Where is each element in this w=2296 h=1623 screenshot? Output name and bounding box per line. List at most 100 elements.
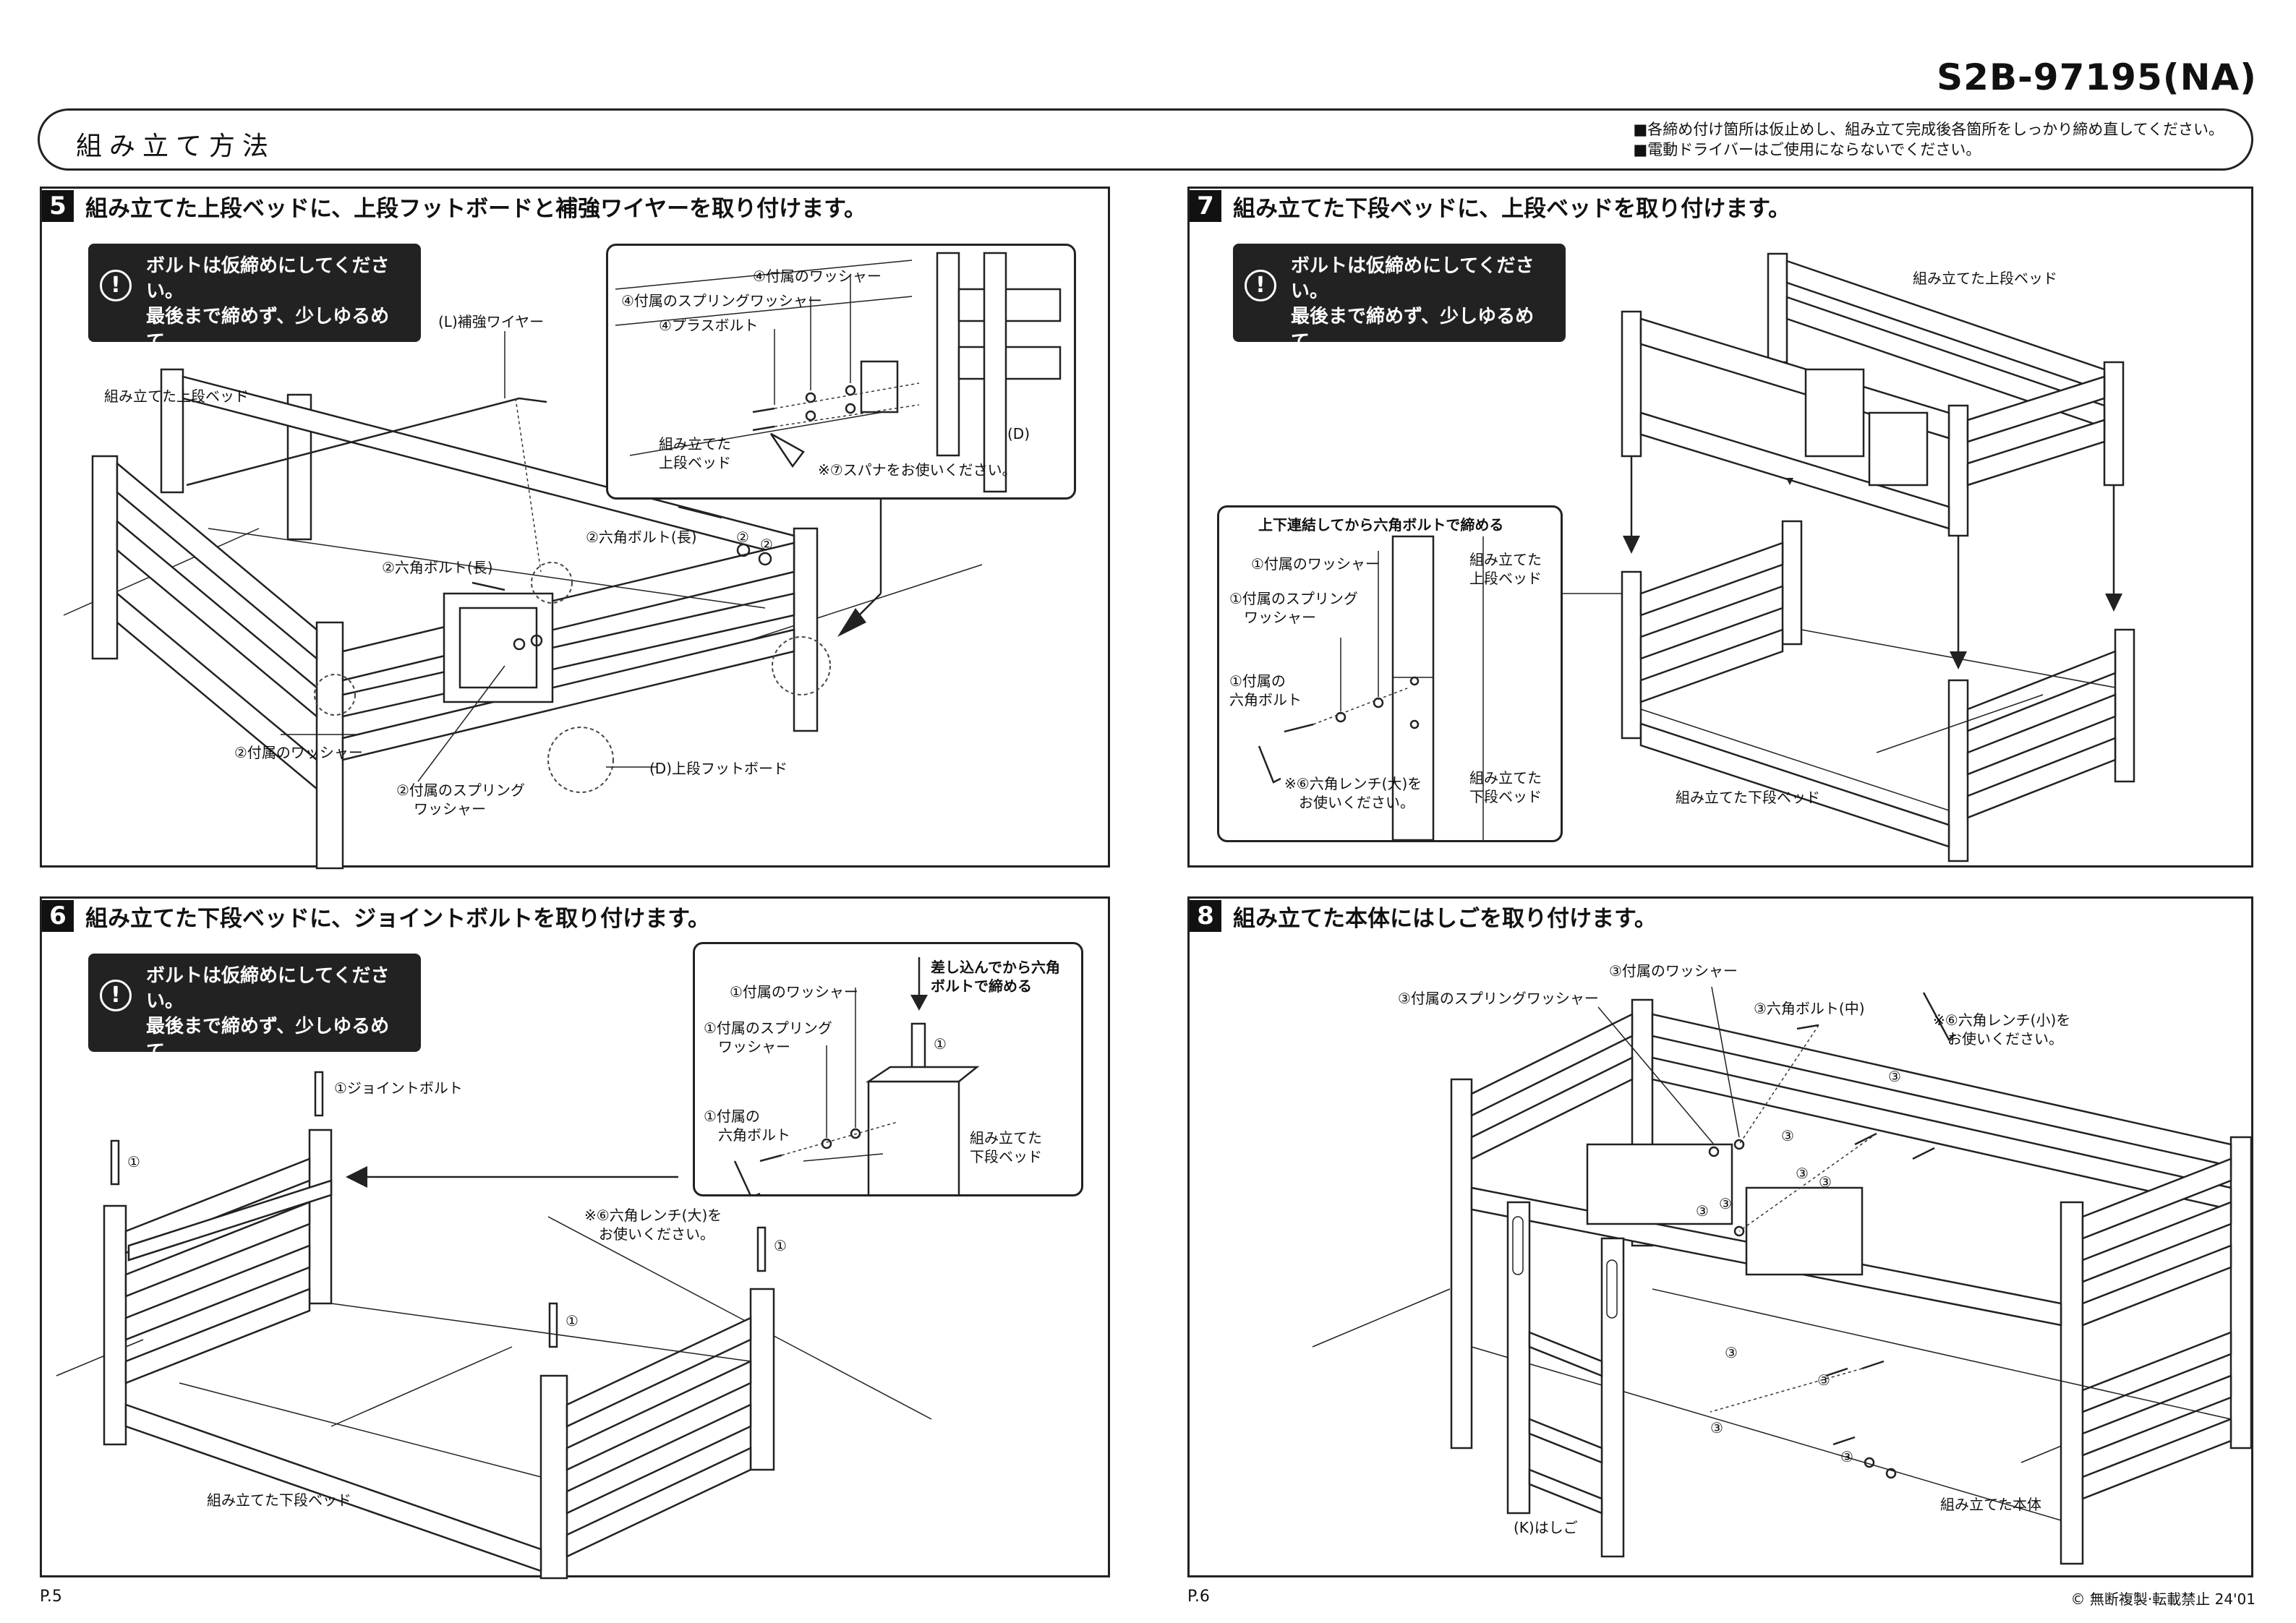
label-c3-i: ③: [1710, 1419, 1723, 1436]
step-6-illustration: [56, 1071, 932, 1580]
label-c3-f: ③: [1719, 1195, 1732, 1212]
step-8-title: 組み立てた本体にはしごを取り付けます。: [1233, 905, 1657, 932]
label-c1-left: ①: [127, 1153, 140, 1170]
label-hex-bolt-mid: ③六角ボルト(中): [1754, 1000, 1865, 1017]
label-upper-bed: 組み立てた上段ベッド: [1913, 270, 2057, 287]
model-number: S2B-97195(NA): [1937, 56, 2257, 98]
step-8-panel: 8 組み立てた本体にはしごを取り付けます。: [1187, 896, 2253, 1577]
label-c3-a: ③: [1888, 1068, 1901, 1085]
inset-label-upper-bed-1: 組み立てた: [659, 435, 731, 453]
label-spring-washer-2: ワッシャー: [414, 800, 486, 818]
label-spring-washer-1: ②付属のスプリング: [396, 781, 525, 799]
label-wrench-2: お使いください。: [599, 1225, 714, 1243]
label-washer: ②付属のワッシャー: [234, 744, 363, 761]
inset-label-washer: ①付属のワッシャー: [730, 983, 858, 1001]
inset-label-washer: ④付属のワッシャー: [753, 267, 882, 285]
label-c3-d: ③: [1819, 1173, 1832, 1191]
label-wrench-1: ※⑥六角レンチ(大)を: [584, 1207, 722, 1224]
step-7-header: 7 組み立てた下段ベッドに、上段ベッドを取り付けます。: [1190, 189, 1791, 223]
label-lower-bed: 組み立てた下段ベッド: [207, 1491, 351, 1509]
label-washer: ③付属のワッシャー: [1609, 962, 1738, 980]
step-8-header: 8 組み立てた本体にはしごを取り付けます。: [1190, 899, 1657, 933]
step-7-number: 7: [1190, 190, 1221, 222]
step-6-warning: ! ボルトは仮締めにしてください。 最後まで締めず、少しゆるめて おいてください…: [88, 954, 421, 1088]
inset-label-upper-1: 組み立てた: [1469, 551, 1542, 568]
label-circled-2b: ②: [760, 536, 773, 553]
step-6-detail-inset: 差し込んでから六角 ボルトで締める ①付属のワッシャー ①付属のスプリング ワッ…: [693, 942, 1083, 1196]
exclamation-circle-icon: !: [100, 980, 132, 1011]
step-5-detail-inset: ④付属のワッシャー ④付属のスプリングワッシャー ④プラスボルト 組み立てた 上…: [606, 244, 1076, 500]
label-c3-e: ③: [1696, 1202, 1709, 1220]
inset-label-upper-bed-2: 上段ベッド: [659, 454, 731, 471]
label-c3-g: ③: [1725, 1344, 1738, 1361]
label-wrench-2: お使いください。: [1947, 1030, 2063, 1048]
step-5-warning: ! ボルトは仮締めにしてください。 最後まで締めず、少しゆるめて おいてください…: [88, 244, 421, 378]
section-title: 組み立て方法: [76, 132, 276, 161]
inset-label-wrench-1: ※⑥六角レンチ(大)を: [1284, 775, 1422, 792]
inset-label-spring-2: ワッシャー: [718, 1038, 790, 1055]
inset-label-part-d: (D): [1007, 425, 1030, 442]
step-6-header: 6 組み立てた下段ベッドに、ジョイントボルトを取り付けます。: [42, 899, 710, 933]
warning-line-3: おいてください。: [146, 1066, 296, 1088]
inset-label-plus-bolt: ④プラスボルト: [659, 317, 759, 334]
page-number-right: P.6: [1187, 1588, 1210, 1606]
upper-bed-drawing: [1621, 252, 2125, 537]
inset-label-hex-2: 六角ボルト: [718, 1126, 790, 1144]
step-7-detail-inset: 上下連結してから六角ボルトで締める ①付属のワッシャー ①付属のスプリング ワッ…: [1217, 505, 1563, 842]
inset-label-hex-1: ①付属の: [704, 1108, 760, 1125]
step-7-panel: 7 組み立てた下段ベッドに、上段ベッドを取り付けます。 ! ボルトは仮締めにして…: [1187, 187, 2253, 868]
label-ladder: (K)はしご: [1514, 1519, 1578, 1536]
warning-line-1: ボルトは仮締めにしてください。: [146, 255, 390, 302]
inset-label-c1: ①: [934, 1035, 947, 1053]
note-tighten: ■各締め付け箇所は仮止めし、組み立て完成後各箇所をしっかり締め直してください。: [1633, 121, 2224, 138]
exclamation-circle-icon: !: [1245, 270, 1276, 301]
step-7-warning: ! ボルトは仮締めにしてください。 最後まで締めず、少しゆるめて おいてください…: [1233, 244, 1566, 378]
label-circled-2a: ②: [736, 528, 749, 546]
warning-line-2: 最後まで締めず、少しゆるめて: [1291, 306, 1535, 353]
copyright-footer: © 無断複製·転載禁止 24'01: [2070, 1590, 2256, 1608]
inset-label-wrench-2: お使いください。: [1299, 794, 1414, 811]
step-5-panel: 5 組み立てた上段ベッドに、上段フットボードと補強ワイヤーを取り付けます。 ! …: [40, 187, 1110, 870]
page-number-left: P.5: [40, 1588, 62, 1606]
label-spring-washer: ③付属のスプリングワッシャー: [1398, 990, 1599, 1007]
step-5-number: 5: [42, 190, 74, 222]
step-5-header: 5 組み立てた上段ベッドに、上段フットボードと補強ワイヤーを取り付けます。: [42, 189, 866, 223]
label-c3-h: ③: [1817, 1371, 1830, 1389]
inset-label-upper-2: 上段ベッド: [1469, 570, 1542, 587]
inset-label-spring-1: ①付属のスプリング: [1229, 590, 1358, 607]
header-notes: ■各締め付け箇所は仮止めし、組み立て完成後各箇所をしっかり締め直してください。 …: [1633, 119, 2224, 160]
step-7-title: 組み立てた下段ベッドに、上段ベッドを取り付けます。: [1233, 195, 1791, 222]
ladder-drawing: [1506, 1201, 1625, 1558]
warning-line-2: 最後まで締めず、少しゆるめて: [146, 306, 390, 353]
warning-line-1: ボルトは仮締めにしてください。: [146, 965, 390, 1012]
inset-label-spring-2: ワッシャー: [1244, 609, 1316, 626]
inset-label-washer: ①付属のワッシャー: [1251, 555, 1380, 573]
step-6-number: 6: [42, 900, 74, 932]
warning-line-3: おいてください。: [1291, 356, 1441, 378]
inset-title: 上下連結してから六角ボルトで締める: [1258, 516, 1504, 534]
inset-label-insert-2: ボルトで締める: [931, 977, 1032, 995]
inset-label-spring-1: ①付属のスプリング: [704, 1019, 832, 1037]
lower-bed-drawing: [1621, 520, 2135, 862]
note-driver: ■電動ドライバーはご使用にならないでください。: [1633, 141, 1981, 158]
label-joint-bolt: ①ジョイントボルト: [334, 1079, 463, 1097]
label-upper-bed: 組み立てた上段ベッド: [104, 387, 249, 405]
step-5-title: 組み立てた上段ベッドに、上段フットボードと補強ワイヤーを取り付けます。: [85, 195, 867, 222]
label-c1-right: ①: [774, 1237, 787, 1254]
label-assembled-body: 組み立てた本体: [1940, 1496, 2041, 1513]
warning-line-2: 最後まで締めず、少しゆるめて: [146, 1016, 390, 1063]
exclamation-circle-icon: !: [100, 270, 132, 301]
label-c3-b: ③: [1781, 1127, 1794, 1144]
inset-label-insert-1: 差し込んでから六角: [931, 959, 1060, 976]
label-hex-bolt-long-left: ②六角ボルト(長): [382, 559, 493, 576]
label-footboard: (D)上段フットボード: [649, 760, 788, 777]
step-8-illustration: [1312, 986, 2253, 1565]
upper-bed-frame: [91, 368, 819, 870]
step-7-illustration: [1544, 252, 2135, 862]
inset-label-spring-washer: ④付属のスプリングワッシャー: [621, 292, 822, 309]
warning-line-1: ボルトは仮締めにしてください。: [1291, 255, 1535, 302]
step-6-panel: 6 組み立てた下段ベッドに、ジョイントボルトを取り付けます。 ! ボルトは仮締め…: [40, 896, 1110, 1580]
step-5-illustration: [63, 331, 983, 870]
inset-label-lower-2: 下段ベッド: [970, 1148, 1042, 1165]
label-reinforce-wire: (L)補強ワイヤー: [438, 313, 545, 330]
